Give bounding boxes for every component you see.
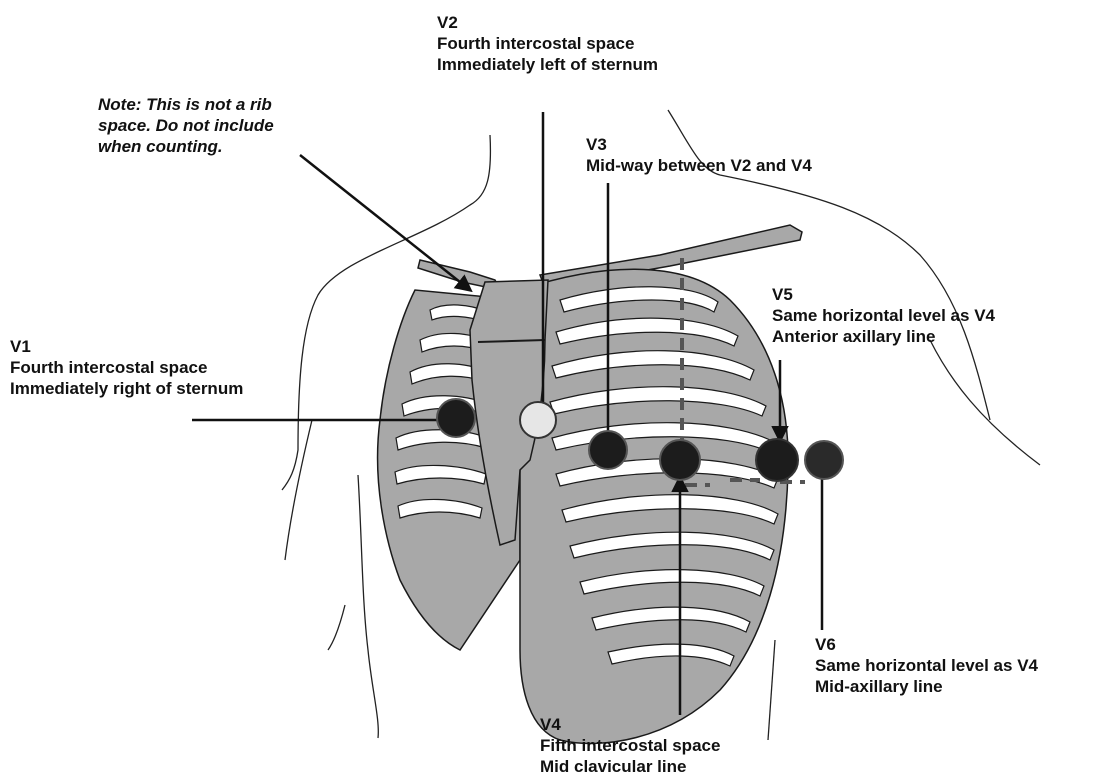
v3-name: V3 [586,134,812,155]
electrode-v1 [437,399,475,437]
note-line-2: space. Do not include [98,115,274,136]
v6-line-2: Mid-axillary line [815,676,1038,697]
v2-line-1: Fourth intercostal space [437,33,658,54]
v2-name: V2 [437,12,658,33]
electrode-v2 [520,402,556,438]
v2-label: V2 Fourth intercostal space Immediately … [437,12,658,75]
v1-label: V1 Fourth intercostal space Immediately … [10,336,243,399]
v3-label: V3 Mid-way between V2 and V4 [586,134,812,176]
v4-label: V4 Fifth intercostal space Mid clavicula… [540,714,720,777]
v5-label: V5 Same horizontal level as V4 Anterior … [772,284,995,347]
v3-line-1: Mid-way between V2 and V4 [586,155,812,176]
v2-line-2: Immediately left of sternum [437,54,658,75]
v6-line-1: Same horizontal level as V4 [815,655,1038,676]
v6-name: V6 [815,634,1038,655]
note-line-1: Note: This is not a rib [98,94,274,115]
rib-cage [378,269,789,743]
v4-line-2: Mid clavicular line [540,756,720,777]
v5-name: V5 [772,284,995,305]
v1-line-2: Immediately right of sternum [10,378,243,399]
note-arrow [300,155,470,290]
v1-line-1: Fourth intercostal space [10,357,243,378]
electrode-v6 [805,441,843,479]
v5-line-1: Same horizontal level as V4 [772,305,995,326]
v1-name: V1 [10,336,243,357]
v4-name: V4 [540,714,720,735]
v6-label: V6 Same horizontal level as V4 Mid-axill… [815,634,1038,697]
electrode-v3 [589,431,627,469]
v5-line-2: Anterior axillary line [772,326,995,347]
note-label: Note: This is not a rib space. Do not in… [98,94,274,157]
v4-line-1: Fifth intercostal space [540,735,720,756]
electrode-v5 [756,439,798,481]
note-line-3: when counting. [98,136,274,157]
electrode-v4 [660,440,700,480]
